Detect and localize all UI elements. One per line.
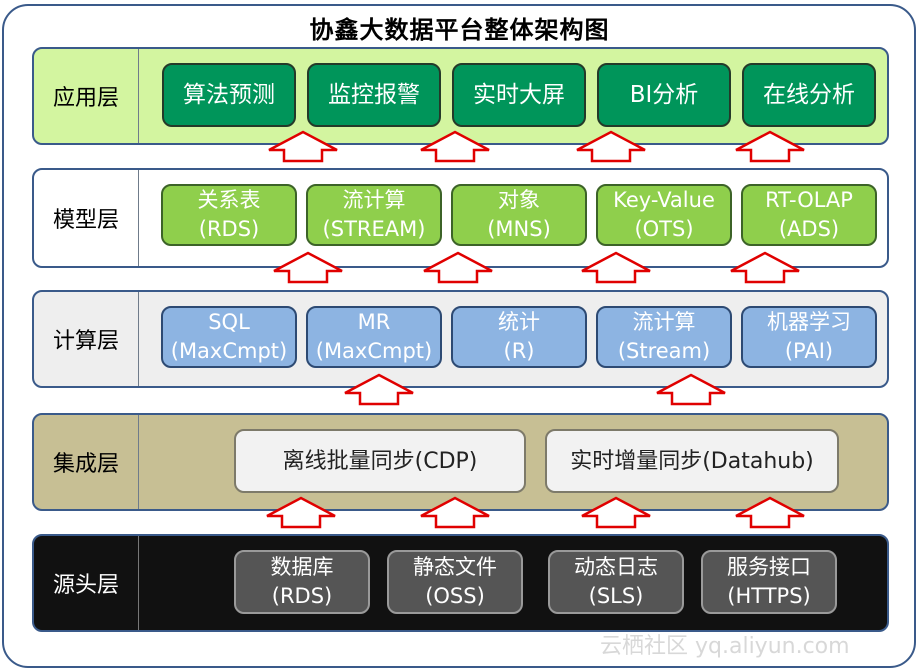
layer-source: 源头层 数据库(RDS) 静态文件(OSS) 动态日志(SLS) 服务接口(HT… (32, 534, 889, 632)
diagram-title: 协鑫大数据平台整体架构图 (309, 16, 610, 44)
model-box-object: 对象(MNS) (451, 184, 587, 246)
watermark: 云栖社区 yq.aliyun.com (600, 634, 850, 659)
int-box-offline-batch-sync: 离线批量同步(CDP) (234, 429, 526, 493)
layer-label-compute: 计算层 (52, 329, 119, 354)
model-box-relational-table: 关系表(RDS) (161, 184, 297, 246)
layer-label-integration: 集成层 (52, 452, 119, 477)
layer-label-source: 源头层 (52, 573, 119, 598)
layer-label-application: 应用层 (52, 86, 119, 111)
src-box-database: 数据库(RDS) (234, 550, 370, 614)
layer-divider (138, 536, 139, 630)
layer-label-model: 模型层 (52, 208, 119, 233)
layer-model: 模型层 关系表(RDS) 流计算(STREAM) 对象(MNS) Key-Val… (32, 168, 889, 268)
calc-box-stream: 流计算(Stream) (596, 306, 732, 368)
layer-integration: 集成层 离线批量同步(CDP) 实时增量同步(Datahub) (32, 413, 889, 511)
layer-divider (138, 170, 139, 266)
calc-box-statistics: 统计(R) (451, 306, 587, 368)
model-box-rt-olap: RT-OLAP(ADS) (741, 184, 877, 246)
layer-compute: 计算层 SQL(MaxCmpt) MR(MaxCmpt) 统计(R) 流计算(S… (32, 290, 889, 388)
model-box-key-value: Key-Value(OTS) (596, 184, 732, 246)
app-box-online-analysis: 在线分析 (742, 63, 876, 127)
layer-divider (138, 292, 139, 386)
app-box-monitoring-alarm: 监控报警 (307, 63, 441, 127)
app-box-algorithm-prediction: 算法预测 (162, 63, 296, 127)
layer-divider (138, 49, 139, 143)
calc-box-sql: SQL(MaxCmpt) (161, 306, 297, 368)
layer-application: 应用层 算法预测 监控报警 实时大屏 BI分析 在线分析 (32, 47, 889, 145)
layer-divider (138, 415, 139, 509)
calc-box-machine-learning: 机器学习(PAI) (741, 306, 877, 368)
model-box-stream: 流计算(STREAM) (306, 184, 442, 246)
src-box-static-files: 静态文件(OSS) (387, 550, 523, 614)
src-box-service-interface: 服务接口(HTTPS) (701, 550, 837, 614)
app-box-realtime-screen: 实时大屏 (452, 63, 586, 127)
src-box-dynamic-logs: 动态日志(SLS) (548, 550, 684, 614)
app-box-bi-analysis: BI分析 (597, 63, 731, 127)
calc-box-mr: MR(MaxCmpt) (306, 306, 442, 368)
int-box-realtime-incremental-sync: 实时增量同步(Datahub) (545, 429, 839, 493)
